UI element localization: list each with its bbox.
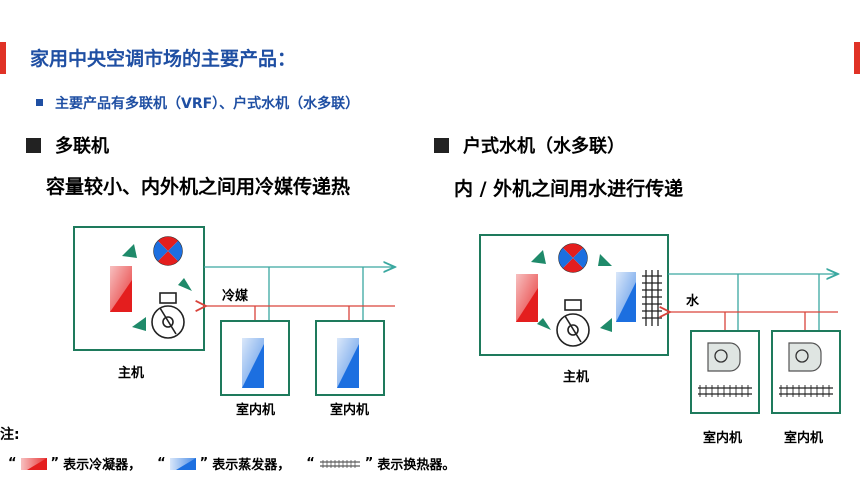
quote-open: “ xyxy=(157,456,166,471)
flow-arrows-icon xyxy=(122,244,192,331)
condenser-icon xyxy=(110,266,132,312)
right-indoor-label-2: 室内机 xyxy=(784,431,824,446)
quote-open: “ xyxy=(306,456,315,471)
square-bullet-icon xyxy=(434,137,449,153)
left-indoor-label-2: 室内机 xyxy=(330,403,370,418)
bullet-text: 主要产品有多联机（VRF）、户式水机（水多联） xyxy=(55,96,360,112)
right-outdoor-label: 主机 xyxy=(563,370,590,385)
exchanger-legend-text: 表示换热器。 xyxy=(377,458,456,473)
left-heading-text: 多联机 xyxy=(55,136,109,157)
left-accent-bar xyxy=(0,42,6,74)
quote-close: ” xyxy=(199,456,209,471)
evaporator-legend-icon xyxy=(169,457,196,470)
indoor-unit-2 xyxy=(315,320,385,396)
left-outdoor-label: 主机 xyxy=(118,366,145,381)
quote-close: ” xyxy=(364,456,374,471)
bullet-point: 主要产品有多联机（VRF）、户式水机（水多联） xyxy=(36,93,359,113)
bullet-square-icon xyxy=(36,98,43,106)
slide-title: 家用中央空调市场的主要产品： xyxy=(30,48,297,70)
water-indoor-unit-2 xyxy=(771,330,841,414)
condenser-legend-icon xyxy=(20,457,47,470)
note-label: 注: xyxy=(0,427,20,443)
right-description: 内 / 外机之间用水进行传递 xyxy=(454,178,684,200)
quote-close: ” xyxy=(50,456,60,471)
indoor-unit-1 xyxy=(220,320,290,396)
left-description: 容量较小、内外机之间用冷媒传递热 xyxy=(46,176,351,198)
compressor-icon xyxy=(556,299,590,347)
legend-row: “ ” 表示冷凝器， “ ” 表示蒸发器， “ ” 表示换热器。 xyxy=(4,454,455,473)
outdoor-unit-box xyxy=(73,226,205,351)
right-indoor-label-1: 室内机 xyxy=(703,431,743,446)
quote-open: “ xyxy=(8,456,17,471)
left-section-heading: 多联机 xyxy=(26,132,109,158)
refrigerant-label: 冷媒 xyxy=(222,289,249,304)
square-bullet-icon xyxy=(26,137,41,153)
water-system-diagram xyxy=(479,234,841,414)
heat-exchanger-legend-icon xyxy=(319,459,360,468)
left-indoor-label-1: 室内机 xyxy=(236,403,276,418)
water-indoor-unit-1 xyxy=(690,330,760,414)
condenser-icon xyxy=(516,274,538,322)
compressor-icon xyxy=(151,292,185,339)
evaporator-icon xyxy=(616,272,636,322)
condenser-legend-text: 表示冷凝器， xyxy=(63,458,142,473)
right-accent-bar xyxy=(854,42,860,74)
right-section-heading: 户式水机（水多联） xyxy=(434,132,625,158)
heat-exchanger-icon xyxy=(642,270,662,326)
fan-icon xyxy=(558,243,588,273)
fan-icon xyxy=(153,236,183,266)
water-label: 水 xyxy=(686,294,700,309)
right-heading-text: 户式水机（水多联） xyxy=(463,136,625,157)
evaporator-legend-text: 表示蒸发器， xyxy=(212,458,291,473)
flow-arrows-icon xyxy=(531,250,612,332)
vrf-diagram xyxy=(73,226,430,396)
